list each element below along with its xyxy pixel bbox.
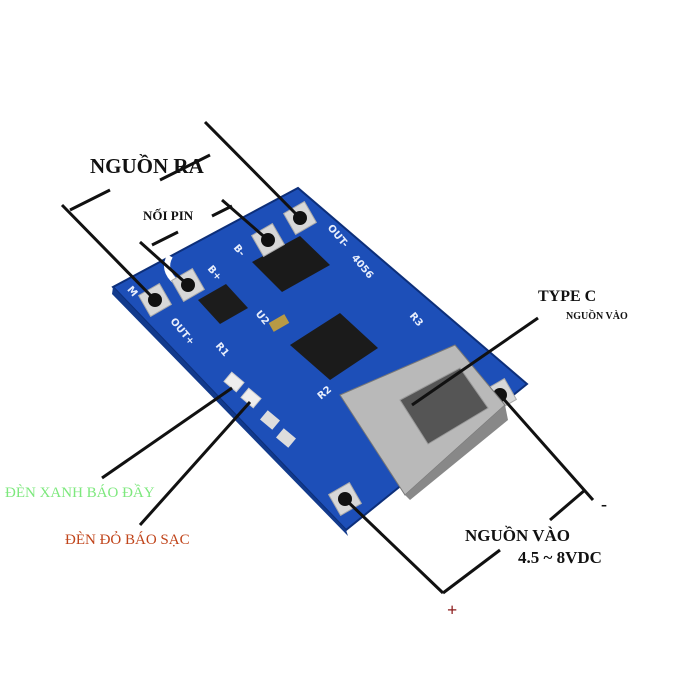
label-red-led: ĐÈN ĐỎ BÁO SẠC xyxy=(65,532,190,548)
label-plus: + xyxy=(447,600,458,620)
label-green-led: ĐÈN XANH BÁO ĐẦY xyxy=(5,485,155,501)
chip-u1 xyxy=(252,236,330,292)
label-minus: - xyxy=(601,494,607,514)
chip-tp4056 xyxy=(290,313,378,380)
annotation-lines xyxy=(60,120,595,595)
label-output-power: NGUỒN RA xyxy=(90,154,204,178)
label-input-power: NGUỒN VÀO xyxy=(465,526,570,545)
capacitor xyxy=(268,314,290,332)
label-input-voltage: 4.5 ~ 8VDC xyxy=(518,548,602,567)
chip-u2 xyxy=(198,284,248,324)
label-type-c-input: NGUỒN VÀO xyxy=(566,311,628,322)
label-type-c: TYPE C xyxy=(538,288,597,305)
led-green xyxy=(223,371,245,393)
usb-type-c-connector xyxy=(339,344,508,500)
pcb-edge xyxy=(112,287,348,536)
label-battery-connect: NỐI PIN xyxy=(143,208,194,223)
led-red xyxy=(240,387,262,409)
